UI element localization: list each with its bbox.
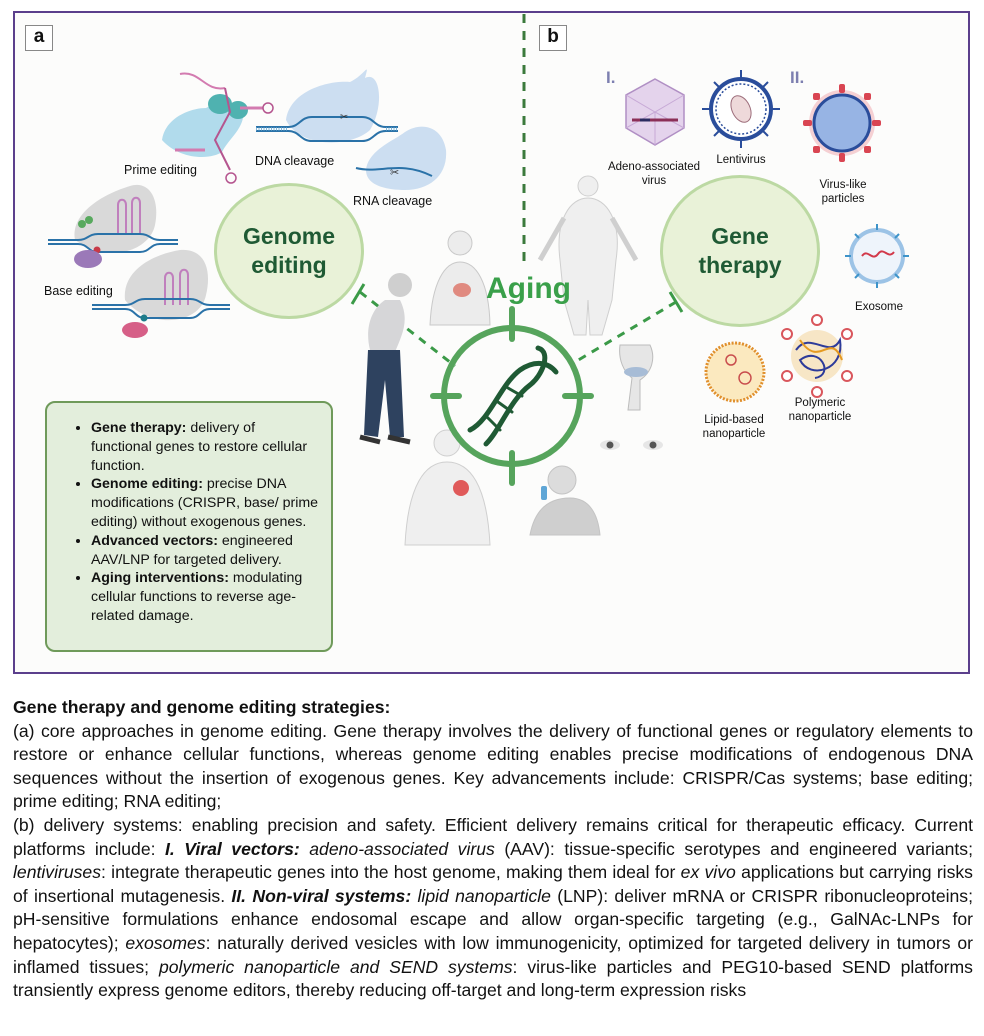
caption-run	[300, 839, 310, 859]
caption-run: lipid nanoparticle	[417, 885, 551, 906]
rna-cleavage-illustration: ✂	[355, 126, 447, 190]
aav-icon	[625, 78, 685, 146]
caption-run: exosomes	[125, 932, 206, 953]
hub-line: editing	[251, 252, 327, 278]
summary-term: Advanced vectors:	[91, 532, 218, 549]
label-lentivirus: Lentivirus	[706, 153, 776, 167]
caption-run: ex vivo	[680, 862, 736, 883]
label-line: Adeno-associated	[607, 161, 701, 173]
figure-caption: Gene therapy and genome editing strategi…	[13, 696, 973, 1003]
summary-term: Aging interventions:	[91, 570, 229, 587]
knee-joint-illustration	[619, 344, 654, 411]
summary-item: Genome editing: precise DNA modification…	[91, 475, 319, 531]
label-prime-editing: Prime editing	[124, 163, 197, 177]
caption-run: adeno-associated virus	[309, 838, 495, 859]
caption-paragraph-a: (a) core approaches in genome editing. G…	[13, 720, 973, 812]
svg-text:✂: ✂	[340, 112, 348, 123]
caption-run: I. Viral vectors:	[165, 838, 300, 859]
summary-list: Gene therapy: delivery of functional gen…	[75, 419, 319, 626]
caption-run: (AAV): tissue-specific serotypes and eng…	[494, 838, 973, 859]
caption-run: II. Non-viral systems:	[231, 885, 412, 906]
connector-end-cap-left	[350, 283, 366, 305]
summary-term: Genome editing:	[91, 476, 203, 493]
eyes-illustration	[600, 440, 663, 450]
stooped-elderly-figure	[359, 273, 412, 445]
label-rna-cleavage: RNA cleavage	[353, 194, 433, 208]
caption-run: applications but carrying risks of inser…	[13, 862, 973, 906]
summary-text: precise DNA modifications (CRISPR, base/…	[91, 476, 319, 530]
label-polymeric-nanoparticle: Polymeric nanoparticle	[780, 396, 860, 424]
summary-text: modulating cellular functions to reverse…	[91, 570, 303, 624]
label-virus-like-particles: Virus-like particles	[808, 178, 878, 206]
aging-target-icon	[430, 306, 594, 486]
label-line: Virus-like	[819, 179, 867, 191]
connector-gene-therapy	[569, 300, 677, 367]
label-line: virus	[641, 175, 667, 187]
exosome-icon	[845, 224, 909, 288]
virus-like-particle-icon	[803, 84, 881, 162]
group-viral-vectors: I.	[606, 68, 616, 87]
obese-figure	[537, 175, 639, 336]
base-editing-illustration-bottom	[92, 249, 230, 338]
heart-figure	[404, 429, 491, 546]
connector-end-cap-right	[668, 291, 684, 313]
label-aav: Adeno-associated virus	[602, 160, 706, 188]
heart-attack-figure	[429, 230, 491, 326]
dna-cleavage-illustration: ✂	[256, 69, 398, 143]
panel-label-a: a	[25, 25, 53, 51]
label-dna-cleavage: DNA cleavage	[255, 154, 335, 168]
caption-run: : integrate therapeutic genes into the h…	[101, 862, 681, 883]
summary-item: Gene therapy: delivery of functional gen…	[91, 419, 319, 475]
summary-text: delivery of functional genes to restore …	[91, 420, 308, 474]
base-editing-illustration-top	[48, 184, 178, 268]
polymeric-nanoparticle-icon	[781, 314, 853, 398]
illustration-layer: ✂ ✂	[48, 14, 909, 546]
summary-item: Advanced vectors: engineered AAV/LNP for…	[91, 532, 319, 570]
label-line: Exosome	[855, 301, 903, 313]
caption-run: : naturally derived vesicles with low im…	[13, 932, 973, 977]
label-line: particles	[821, 193, 865, 205]
group-nonviral-systems: II.	[790, 68, 805, 87]
hub-line: Gene	[711, 223, 769, 249]
summary-box: Gene therapy: delivery of functional gen…	[45, 401, 333, 652]
gene-therapy-hub: Gene therapy	[660, 175, 820, 327]
caption-run: : virus-like particles and PEG10-based S…	[13, 956, 973, 1001]
hub-line: therapy	[698, 252, 782, 278]
dna-helix-icon	[467, 345, 559, 447]
lipid-nanoparticle-icon	[704, 341, 766, 403]
caption-run: (LNP): deliver mRNA or CRISPR ribonucleo…	[13, 885, 973, 953]
summary-text: engineered AAV/LNP for targeted delivery…	[91, 532, 293, 568]
hub-line: Genome	[242, 223, 336, 249]
aging-title: Aging	[486, 272, 571, 305]
genome-editing-hub: Genome editing	[214, 183, 364, 319]
svg-text:✂: ✂	[390, 167, 399, 179]
label-line: Polymeric	[794, 397, 846, 409]
caption-run: lentiviruses	[13, 862, 102, 883]
prime-editing-illustration	[162, 72, 274, 184]
caption-run: polymeric nanoparticle and SEND systems	[158, 956, 513, 977]
connector-genome-editing	[359, 290, 456, 368]
label-lipid-nanoparticle: Lipid-based nanoparticle	[694, 413, 774, 441]
label-line: Lipid-based	[704, 414, 764, 426]
label-exosome: Exosome	[846, 300, 912, 314]
caption-run: (b) delivery systems: enabling precision…	[13, 814, 973, 859]
panel-label-b: b	[539, 25, 567, 51]
summary-item: Aging interventions: modulating cellular…	[91, 569, 319, 625]
lentivirus-icon	[702, 70, 780, 148]
caption-title: Gene therapy and genome editing strategi…	[13, 697, 391, 717]
summary-term: Gene therapy:	[91, 420, 187, 436]
label-line: Lentivirus	[716, 154, 766, 166]
label-line: nanoparticle	[702, 428, 766, 440]
label-base-editing: Base editing	[44, 284, 113, 298]
label-line: nanoparticle	[788, 411, 852, 423]
caption-paragraph-b: (b) delivery systems: enabling precision…	[13, 814, 973, 1003]
inhaler-figure	[529, 465, 601, 536]
